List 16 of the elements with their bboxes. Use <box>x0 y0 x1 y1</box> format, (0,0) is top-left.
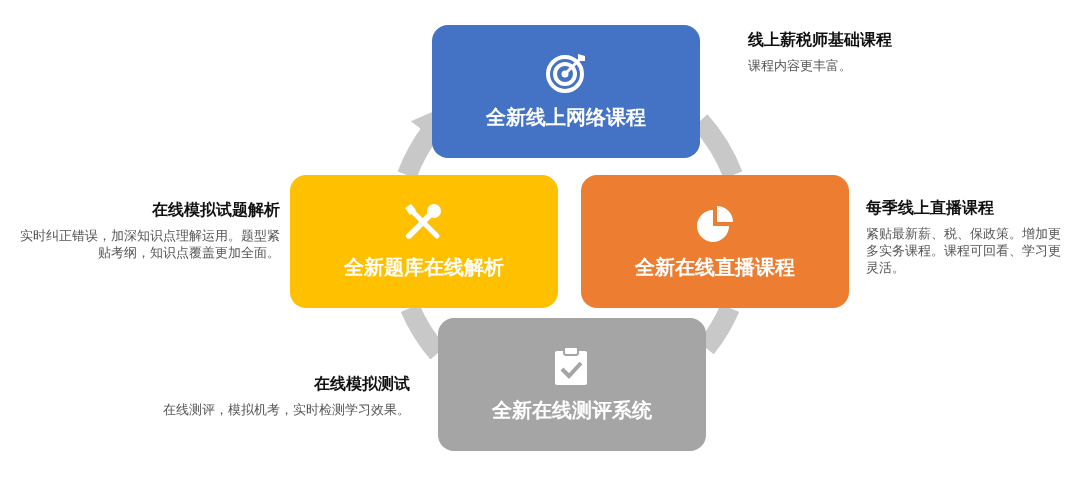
side-heading: 在线模拟试题解析 <box>151 200 280 221</box>
box-title: 全新在线测评系统 <box>492 397 652 424</box>
side-heading: 在线模拟测试 <box>313 374 410 395</box>
box-title: 全新题库在线解析 <box>344 254 504 281</box>
side-heading: 线上薪税师基础课程 <box>748 30 893 51</box>
side-description: 紧贴最新薪、税、保政策。增加更多实务课程。课程可回看、学习更灵活。 <box>866 225 1062 276</box>
process-box <box>438 318 706 451</box>
side-description: 课程内容更丰富。 <box>748 57 853 74</box>
process-box <box>581 175 849 308</box>
process-box <box>432 25 700 158</box>
box-title: 全新在线直播课程 <box>635 254 795 281</box>
box-title: 全新线上网络课程 <box>486 104 646 131</box>
side-description: 在线测评，模拟机考，实时检测学习效果。 <box>162 401 410 418</box>
side-description: 实时纠正错误，加深知识点理解运用。题型紧贴考纲，知识点覆盖更加全面。 <box>19 227 280 261</box>
side-heading: 每季线上直播课程 <box>866 198 995 219</box>
process-box <box>290 175 558 308</box>
